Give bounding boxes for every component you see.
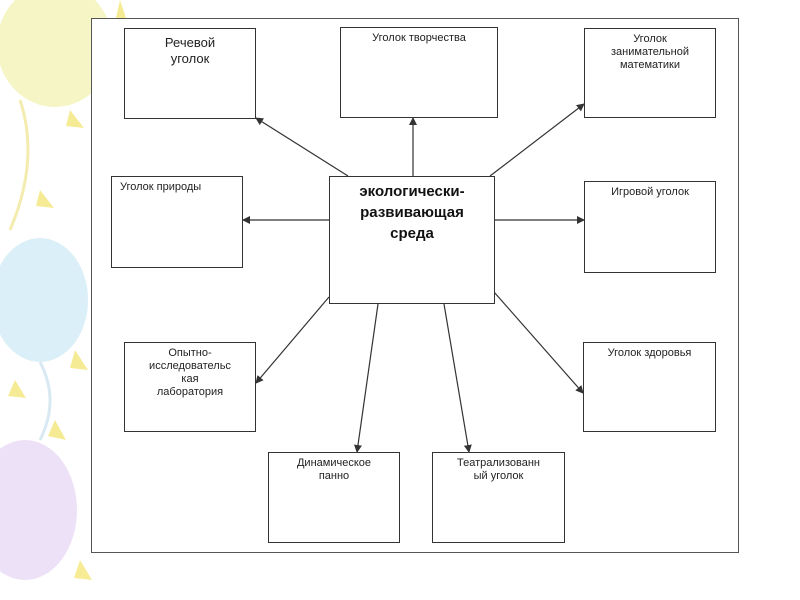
node-speech: Речевой уголок bbox=[124, 28, 256, 119]
node-game: Игровой уголок bbox=[584, 181, 716, 273]
node-health-label: Уголок здоровья bbox=[584, 347, 715, 360]
balloon-blue-icon bbox=[0, 238, 88, 440]
node-nature: Уголок природы bbox=[111, 176, 243, 268]
node-dynamic-label: Динамическое панно bbox=[269, 457, 399, 483]
node-health: Уголок здоровья bbox=[583, 342, 716, 432]
node-theatre-label: Театрализованн ый уголок bbox=[433, 457, 564, 483]
node-creativity: Уголок творчества bbox=[340, 27, 498, 118]
node-math: Уголок занимательной математики bbox=[584, 28, 716, 118]
node-math-label: Уголок занимательной математики bbox=[585, 33, 715, 72]
center-node-label: экологически- развивающая среда bbox=[330, 181, 494, 244]
balloon-purple-icon bbox=[0, 440, 77, 580]
node-creativity-label: Уголок творчества bbox=[341, 32, 497, 45]
node-nature-label: Уголок природы bbox=[120, 181, 242, 194]
node-game-label: Игровой уголок bbox=[585, 186, 715, 199]
node-lab: Опытно- исследовательс кая лаборатория bbox=[124, 342, 256, 432]
center-node: экологически- развивающая среда bbox=[329, 176, 495, 304]
node-speech-label: Речевой уголок bbox=[125, 35, 255, 67]
node-lab-label: Опытно- исследовательс кая лаборатория bbox=[125, 347, 255, 399]
node-dynamic: Динамическое панно bbox=[268, 452, 400, 543]
node-theatre: Театрализованн ый уголок bbox=[432, 452, 565, 543]
